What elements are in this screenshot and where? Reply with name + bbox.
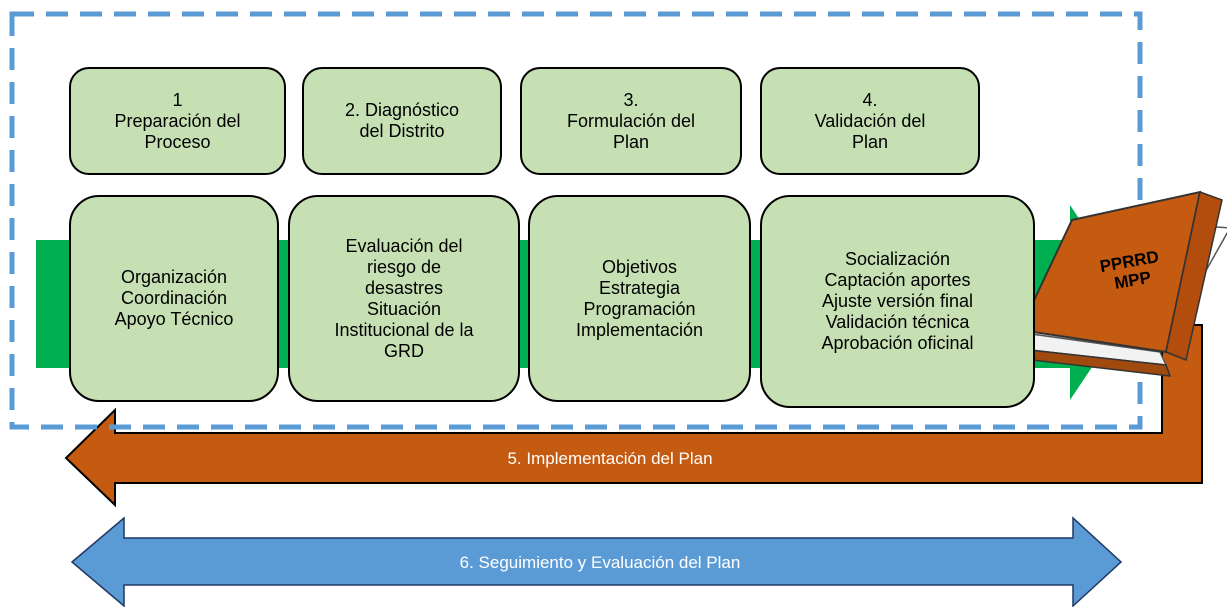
stage-2-content-box: Evaluación del riesgo de desastres Situa… <box>288 195 520 402</box>
stage-4-title-box: 4. Validación del Plan <box>760 67 980 175</box>
stage-1-content-box: Organización Coordinación Apoyo Técnico <box>69 195 279 402</box>
stage-4-content-box: Socialización Captación aportes Ajuste v… <box>760 195 1035 408</box>
implementation-arrow <box>64 324 1203 508</box>
stage-2-title-box: 2. Diagnóstico del Distrito <box>302 67 502 175</box>
stage-1-title-box: 1 Preparación del Proceso <box>69 67 286 175</box>
stage-3-title-box: 3. Formulación del Plan <box>520 67 742 175</box>
monitoring-arrow-label: 6. Seguimiento y Evaluación del Plan <box>459 553 741 572</box>
implementation-arrow-label: 5. Implementación del Plan <box>507 449 713 468</box>
monitoring-arrow <box>70 516 1123 607</box>
stage-3-content-box: Objetivos Estrategia Programación Implem… <box>528 195 751 402</box>
